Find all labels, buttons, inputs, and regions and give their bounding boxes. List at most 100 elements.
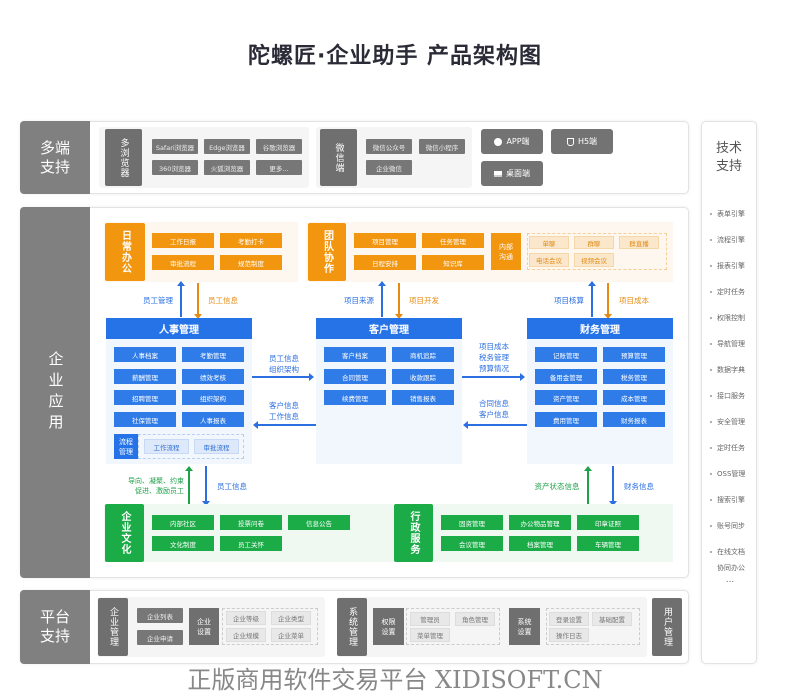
html5-icon (566, 137, 574, 146)
arrow-up-comm (591, 283, 593, 317)
tech-item: 定时任务 (710, 435, 758, 461)
wechat-chip: 企业微信 (366, 160, 412, 175)
arrow-head-right (309, 373, 314, 381)
crm-chip: 商机追踪 (392, 347, 454, 362)
arrow-head-up (378, 281, 386, 286)
system-settings-chip: 操作日志 (549, 628, 589, 642)
finance-chip: 备用金管理 (535, 369, 597, 384)
finance-chip: 成本管理 (603, 390, 665, 405)
flow-team-up: 项目来源 (344, 296, 374, 305)
hr-chip: 人事档案 (114, 347, 176, 362)
tech-support-label: 技术支持 (715, 141, 742, 174)
desktop-icon (494, 170, 502, 177)
process-chip: 审批流程 (194, 439, 239, 454)
enterprise-app-label: 企业应用 (20, 207, 90, 578)
enterprise-settings-chip: 企业菜单 (271, 628, 311, 642)
arrow-down-culture (205, 466, 207, 502)
crm-chip: 合同管理 (324, 369, 386, 384)
arrow-head-up (588, 281, 596, 286)
permission-dashbox (406, 608, 500, 645)
h5-end-button: H5端 (551, 129, 613, 154)
daily-office-label: 日常办公 (105, 223, 145, 281)
process-mgmt-label: 流程管理 (114, 434, 138, 459)
crm-header: 客户管理 (316, 318, 462, 339)
system-settings-chip: 登录设置 (549, 612, 589, 626)
flow-hr-to-crm: 员工信息 组织架构 (269, 354, 299, 374)
browser-chip: 360浏览器 (152, 160, 198, 175)
flow-culture-up: 导向、凝聚、约束 促进、激励员工 (128, 477, 184, 495)
finance-chip: 财务报表 (603, 412, 665, 427)
hr-chip: 社保管理 (114, 412, 176, 427)
page-title: 陀螺匠·企业助手 产品架构图 (247, 44, 543, 69)
arrow-down-daily (197, 283, 199, 316)
arrow-up-culture (188, 468, 190, 504)
system-settings-dashbox (546, 608, 640, 645)
team-collab-chip: 知识库 (422, 255, 484, 270)
admin-chip: 办公物品管理 (509, 515, 571, 530)
crm-chip: 收款跟踪 (392, 369, 454, 384)
finance-chip: 资产管理 (535, 390, 597, 405)
tech-item: OSS管理 (710, 461, 758, 487)
arrow-up-team (381, 283, 383, 317)
arrow-head-left (463, 421, 468, 429)
wechat-label: 微信端 (320, 129, 357, 186)
tech-item: 安全管理 (710, 409, 758, 435)
arrow-head-down (609, 501, 617, 506)
permission-chip: 管理员 (410, 612, 450, 626)
tech-item: 流程引擎 (710, 227, 758, 253)
flow-crm-to-fin: 项目成本 税务管理 预算情况 (479, 342, 509, 373)
arrow-head-left (253, 421, 258, 429)
arrow-head-up (177, 281, 185, 286)
system-settings-label: 系统设置 (509, 608, 540, 645)
crm-chip: 销售报表 (392, 390, 454, 405)
flow-culture-down: 员工信息 (217, 482, 247, 491)
culture-chip: 内部社区 (152, 515, 214, 530)
permission-chip: 菜单管理 (410, 628, 450, 642)
flow-team-down: 项目开发 (409, 296, 439, 305)
tech-more: ... (725, 575, 735, 585)
enterprise-settings-chip: 企业规模 (226, 628, 266, 642)
tech-support-panel (701, 121, 757, 664)
app-end-label: APP端 (506, 137, 530, 146)
crm-chip: 客户档案 (324, 347, 386, 362)
arrow-left-fin-crm (468, 424, 527, 426)
tech-item: 报表引擎 (710, 253, 758, 279)
flow-admin-up: 资产状态信息 (534, 482, 580, 491)
culture-chip: 投票问卷 (220, 515, 282, 530)
tech-item: 导航管理 (710, 331, 758, 357)
hr-chip: 考勤管理 (182, 347, 244, 362)
culture-chip: 文化制度 (152, 536, 214, 551)
permission-chip: 角色管理 (455, 612, 495, 626)
browser-chip: Edge浏览器 (204, 139, 250, 154)
enterprise-mgmt-chip: 企业列表 (137, 608, 183, 623)
app-icon (494, 137, 503, 146)
team-collab-chip: 项目管理 (354, 233, 416, 248)
crm-chip: 续费管理 (324, 390, 386, 405)
browsers-label: 多浏览器 (105, 129, 142, 186)
finance-chip: 记账管理 (535, 347, 597, 362)
finance-chip: 预算管理 (603, 347, 665, 362)
browser-chip: Safari浏览器 (152, 139, 198, 154)
tech-item: 接口服务 (710, 383, 758, 409)
culture-chip: 员工关怀 (220, 536, 282, 551)
admin-chip: 车辆管理 (577, 536, 639, 551)
process-dashbox (138, 434, 244, 459)
watermark: 正版商用软件交易平台 XIDISOFT.CN (187, 666, 603, 694)
admin-label: 行政服务 (394, 504, 433, 562)
finance-chip: 税务管理 (603, 369, 665, 384)
flow-admin-down: 财务信息 (624, 482, 654, 491)
flow-fin-to-crm: 合同信息 客户信息 (479, 399, 509, 419)
admin-group (394, 504, 673, 562)
user-mgmt-label: 用户管理 (652, 598, 682, 656)
system-mgmt-label: 系统管理 (337, 598, 367, 656)
tech-item: 权限控制 (710, 305, 758, 331)
tech-support-list: 表单引擎 流程引擎 报表引擎 定时任务 权限控制 导航管理 数据字典 接口服务 … (710, 201, 758, 585)
multi-end-label: 多端支持 (20, 121, 90, 194)
internal-comm-label: 内部沟通 (491, 233, 521, 270)
tech-item: 表单引擎 (710, 201, 758, 227)
arrow-down-admin (612, 466, 614, 502)
enterprise-mgmt-label: 企业管理 (98, 598, 128, 656)
team-collab-group (306, 222, 673, 282)
enterprise-settings-chip: 企业等级 (226, 611, 266, 625)
internal-comm-chip: 单聊 (529, 236, 569, 249)
